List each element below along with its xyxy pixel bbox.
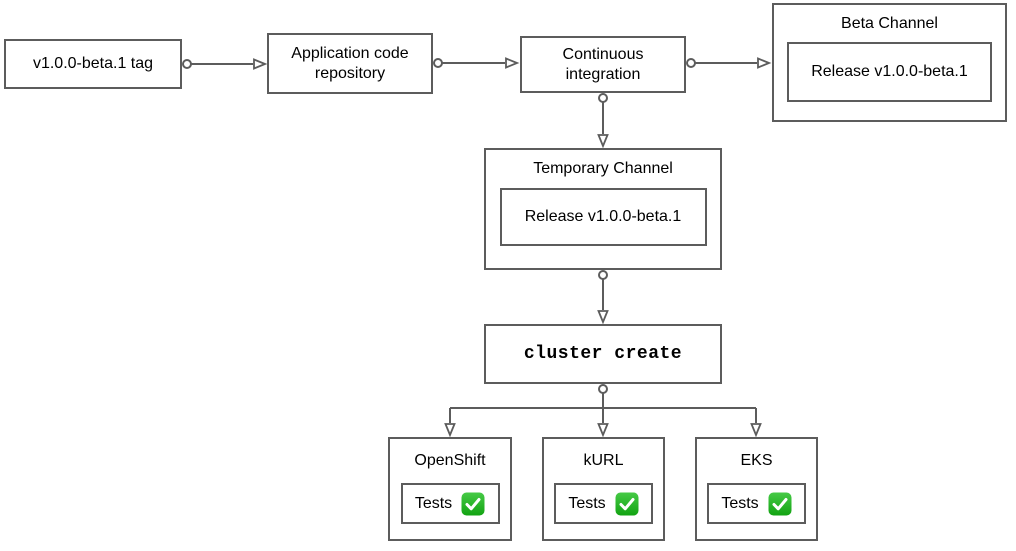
openshift-title: OpenShift [414,452,486,469]
temporary-channel-title: Temporary Channel [533,160,673,177]
app-repo-label: Application code repository [291,44,409,82]
check-icon [768,492,792,516]
check-icon [461,492,485,516]
node-beta-channel: Beta Channel Release v1.0.0-beta.1 [772,3,1007,122]
kurl-tests-label: Tests [568,494,606,512]
connector-cluster-create-branches [444,384,762,438]
cluster-create-label: cluster create [523,344,683,364]
node-temporary-channel: Temporary Channel Release v1.0.0-beta.1 [484,148,722,270]
node-cluster-create: cluster create [484,324,722,384]
node-openshift: OpenShift Tests [388,437,512,541]
connector-ci-to-temporary-channel [597,93,609,149]
node-kurl: kURL Tests [542,437,665,541]
openshift-tests-label: Tests [414,494,453,512]
kurl-tests-box: Tests [554,483,653,524]
node-beta-release: Release v1.0.0-beta.1 [787,42,992,102]
temporary-release-label: Release v1.0.0-beta.1 [524,208,682,225]
node-continuous-integration: Continuous integration [520,36,686,93]
connector-temporary-to-cluster-create [597,270,609,325]
connector-repo-to-ci [433,57,520,69]
node-version-tag: v1.0.0-beta.1 tag [4,39,182,89]
eks-tests-label: Tests [721,494,759,512]
node-application-code-repository: Application code repository [267,33,433,94]
openshift-tests-box: Tests [400,483,500,524]
connector-ci-to-beta-channel [686,57,772,69]
connector-tag-to-repo [182,58,268,70]
eks-tests-box: Tests [707,483,806,524]
node-temporary-release: Release v1.0.0-beta.1 [499,188,707,246]
ci-label: Continuous integration [562,45,644,83]
version-tag-label: v1.0.0-beta.1 tag [32,55,154,73]
check-icon [615,492,639,516]
beta-release-label: Release v1.0.0-beta.1 [811,63,968,80]
kurl-title: kURL [583,452,624,469]
eks-title: EKS [740,452,773,469]
node-eks: EKS Tests [695,437,818,541]
beta-channel-title: Beta Channel [841,15,938,32]
